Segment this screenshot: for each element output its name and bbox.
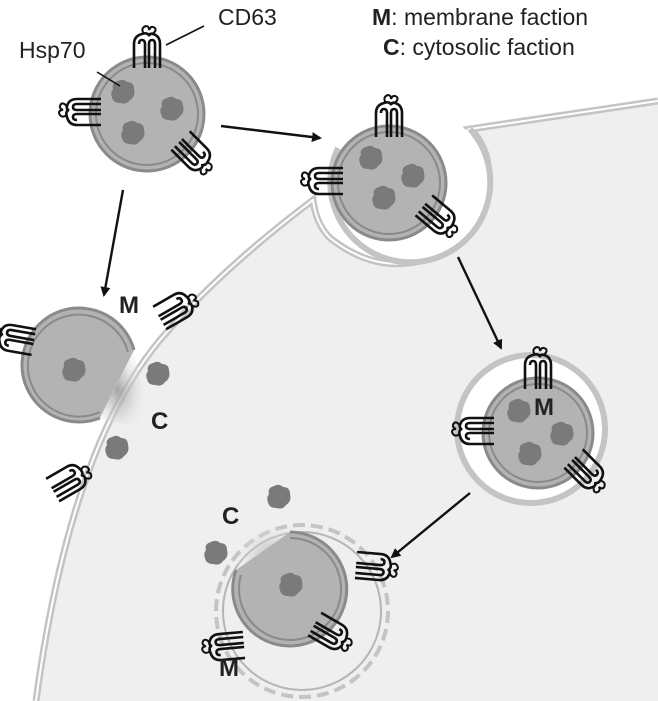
legend-cytosolic: C: cytosolic faction — [383, 36, 575, 59]
legend-c-key: C — [383, 34, 400, 60]
legend-membrane: M: membrane faction — [372, 6, 588, 29]
legend-m-key: M — [372, 4, 392, 30]
legend-m-text: : membrane faction — [391, 4, 589, 30]
hsp70-label: Hsp70 — [19, 37, 86, 63]
exosome-docking — [299, 93, 466, 244]
m-label-fusion: M — [119, 292, 139, 319]
arrow-to-endosome — [456, 256, 503, 350]
c-label-fusion: C — [151, 408, 169, 435]
arrow-to-fusion — [100, 189, 125, 297]
arrow-to-docking — [220, 124, 322, 143]
exosome-endosome — [450, 345, 614, 499]
m-label-endosome-fusion: M — [219, 655, 239, 682]
c-label-endosome-fusion: C — [222, 503, 240, 530]
legend-c-text: : cytosolic faction — [399, 34, 575, 60]
arrow-to-endosome-fusion — [390, 492, 471, 559]
cd63-label: CD63 — [218, 4, 277, 30]
m-label-endosome: M — [534, 394, 554, 421]
target-cell — [36, 101, 658, 701]
